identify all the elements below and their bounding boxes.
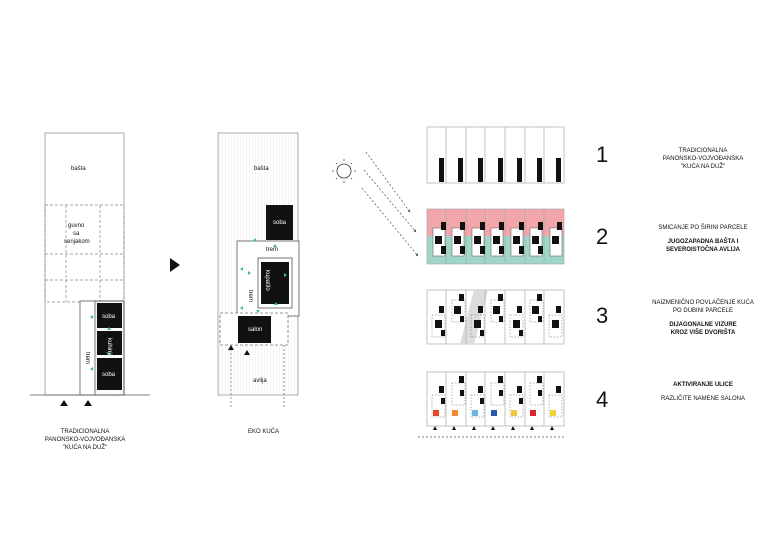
eco-caption: EKO KUĆA [248,429,280,435]
traditional-caption: TRADICIONALNA PANONSKO-VOJVOĐANSKA "KUĆA… [44,429,126,451]
room-label: soba [102,372,116,378]
salon-swatches [433,410,556,416]
step-2-description: SMICANJE PO ŠIRINI PARCELE JUGOZAPADNA B… [658,225,748,253]
garden-label: bašta [71,166,86,172]
garden-label: bašta [254,166,269,172]
step-number: 4 [596,387,609,412]
guvno-label: senjakom [64,239,90,245]
step-number: 3 [596,303,609,328]
step-3-description: NAIZMENIČNO POVLAČENJE KUĆA PO DUBINI PA… [652,300,754,336]
traditional-house-plan [30,132,150,406]
strip-3 [426,289,565,345]
entrance-arrow-icon [228,345,234,350]
step-4-description: AKTIVIRANJE ULICE RAZLIČITE NAMENE SALON… [660,382,746,402]
porch-side-label: trem [247,290,253,302]
bathroom-label: kupatilo [264,270,270,291]
step-number: 2 [596,224,609,249]
strip-4 [418,371,565,438]
kitchen-label: kuhinja [106,338,112,358]
strip-2 [426,208,565,265]
entrance-arrow-icon [60,400,68,406]
porch-label: trem [266,247,278,253]
strip-1 [426,126,565,184]
entrance-arrow-icon [84,400,92,406]
sun-rays [361,151,419,257]
porch-label: trem [84,352,90,364]
step-number: 1 [596,142,609,167]
sun-icon [332,159,356,183]
room-label: soba [273,220,287,226]
eco-house-plan [217,132,300,408]
guvno-label: guvno [68,223,85,229]
step-1-description: TRADICIONALNA PANONSKO-VOJVOĐANSKA "KUĆA… [662,148,744,170]
entrance-arrow-icon [244,350,250,355]
guvno-label: sa [73,231,80,237]
play-arrow-icon [170,258,180,272]
yard-label: avlija [253,378,267,384]
salon-label: salon [248,327,263,333]
room-label: soba [102,314,116,320]
